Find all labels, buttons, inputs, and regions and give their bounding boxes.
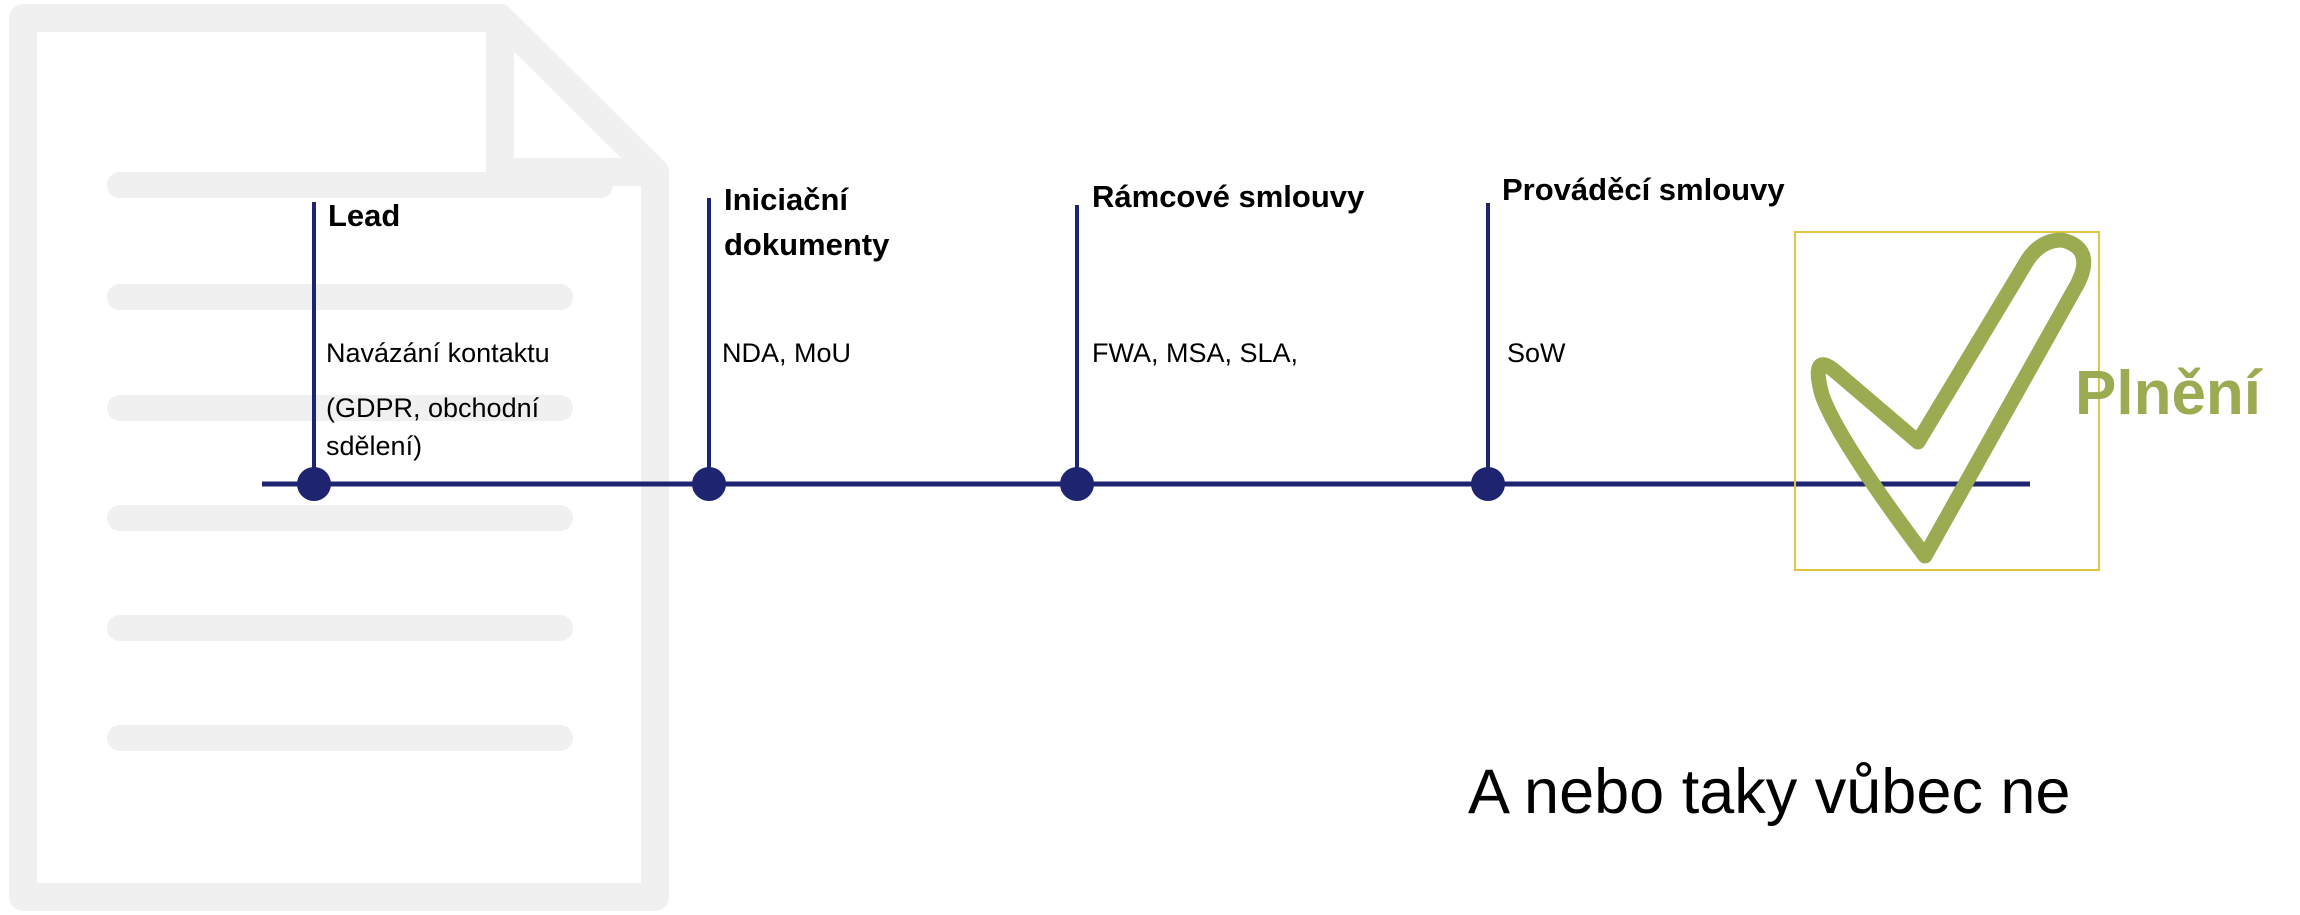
stage-description: Navázání kontaktu [326,338,550,368]
stage-description: NDA, MoU [722,338,852,368]
stage-description: SoW [1507,338,1566,368]
stage-description: FWA, MSA, SLA, [1092,338,1299,368]
stage-title: Lead [328,198,401,233]
milestone-dot [1060,467,1094,501]
goal-frame [1794,231,2100,571]
caption: A nebo taky vůbec ne [1468,757,2071,827]
stage-title: Rámcové smlouvy [1092,179,1365,214]
checkmark-icon [1810,232,2092,564]
stage-title: Prováděcí smlouvy [1502,172,1785,207]
stage-title: Iniciační [724,182,849,217]
stage-description: (GDPR, obchodní [326,393,540,423]
stage-description: sdělení) [326,431,423,461]
milestone-dot [1471,467,1505,501]
milestone-dot [692,467,726,501]
document-icon [9,4,669,911]
goal-label: Plnění [2075,359,2262,428]
stage-title: dokumenty [724,227,890,262]
milestone-dot [297,467,331,501]
